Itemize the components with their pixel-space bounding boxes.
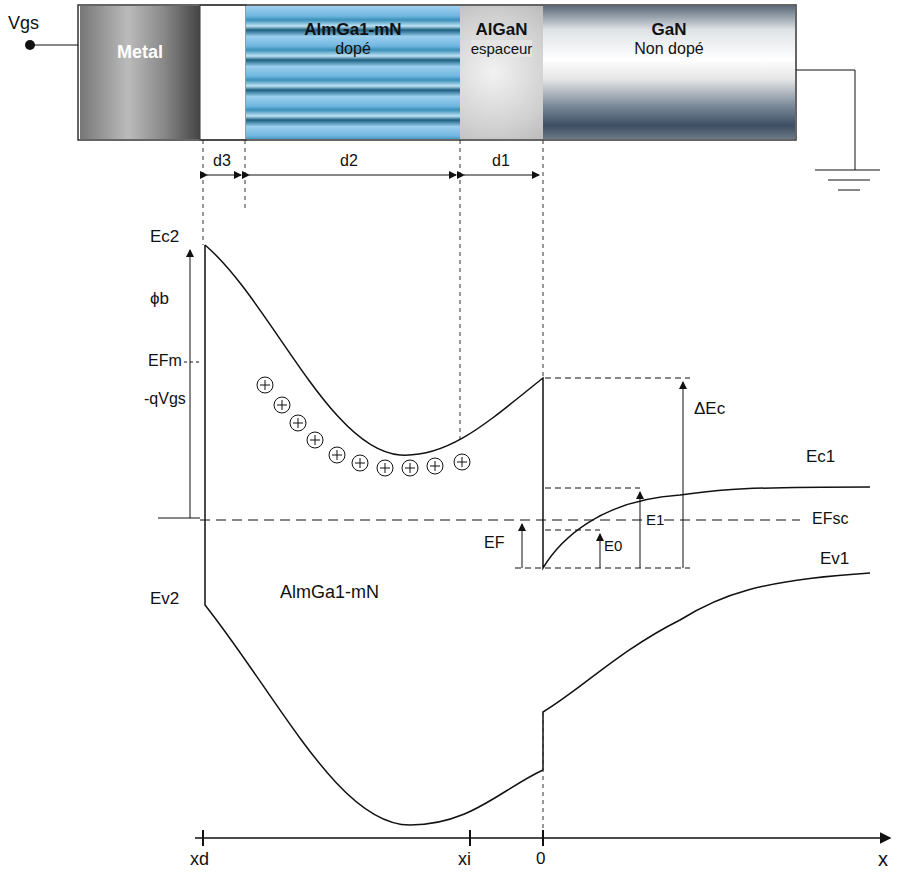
donor-ion (427, 458, 443, 474)
level-lines (515, 378, 690, 568)
donor-ion (377, 460, 393, 476)
donor-ion (402, 460, 418, 476)
phib-arrow (190, 250, 191, 518)
layer-name: AlmGa1-mN (304, 20, 401, 40)
donor-ion (290, 415, 306, 431)
band-label: ϕb (150, 290, 169, 309)
band-label: d2 (340, 152, 358, 170)
plus-sign (293, 418, 303, 428)
band-label: d1 (492, 152, 510, 170)
layer-name: AlGaN (476, 20, 528, 40)
layer-box: AlmGa1-mNdopé (246, 6, 460, 139)
dimension-arrows (207, 175, 539, 176)
band-label: EFm (148, 352, 182, 370)
stack-outline (78, 5, 796, 140)
band-label: E0 (604, 538, 622, 555)
band-label: Vgs (8, 14, 39, 34)
band-label: E1 (646, 512, 664, 529)
layer-note: Non dopé (634, 40, 703, 58)
band-label: EF (484, 534, 504, 552)
band-label: Ec2 (150, 228, 179, 247)
band-label: xd (190, 850, 209, 870)
band-label: d3 (213, 152, 231, 170)
donor-ion (307, 432, 323, 448)
band-label: Ec1 (806, 448, 835, 467)
layer-name: Metal (117, 42, 163, 63)
plus-sign (355, 458, 365, 468)
layer-note: espaceur (471, 40, 533, 57)
donor-ion (257, 377, 273, 393)
band-label: AlmGa1-mN (280, 583, 379, 603)
band-label: ΔEc (694, 400, 725, 419)
layer-boundaries (203, 140, 543, 440)
plus-sign (277, 400, 287, 410)
band-label: 0 (536, 850, 545, 869)
plus-sign (457, 457, 467, 467)
layer-name: GaN (652, 20, 687, 40)
donor-ion (454, 454, 470, 470)
wire (30, 45, 78, 46)
gap-layer (200, 5, 246, 140)
layer-box: AlGaNespaceur (460, 6, 543, 139)
band-label: EFsc (812, 510, 848, 528)
plus-sign (332, 450, 342, 460)
band-label: Ev1 (820, 550, 849, 569)
donor-ion (352, 455, 368, 471)
layer-box: GaNNon dopé (543, 6, 795, 139)
donor-ion (274, 397, 290, 413)
band-label: -qVgs (144, 390, 186, 408)
band-label: xi (458, 850, 471, 870)
plus-sign (405, 463, 415, 473)
donor-ion (329, 447, 345, 463)
plus-sign (310, 435, 320, 445)
ground-symbol (796, 70, 880, 190)
plus-sign (430, 461, 440, 471)
metal-fermi (158, 518, 200, 519)
axis-ticks (203, 830, 543, 846)
band-label: Ev2 (150, 590, 179, 609)
layer-note: dopé (335, 40, 371, 58)
level-arrows (522, 382, 683, 568)
fermi-level (200, 520, 800, 521)
band-label: x (878, 848, 888, 870)
origin-dotted (543, 712, 544, 830)
layer-box: Metal (80, 6, 200, 139)
valence-band (205, 245, 870, 825)
plus-sign (260, 380, 270, 390)
plus-sign (380, 463, 390, 473)
ionized-donors (257, 377, 470, 476)
